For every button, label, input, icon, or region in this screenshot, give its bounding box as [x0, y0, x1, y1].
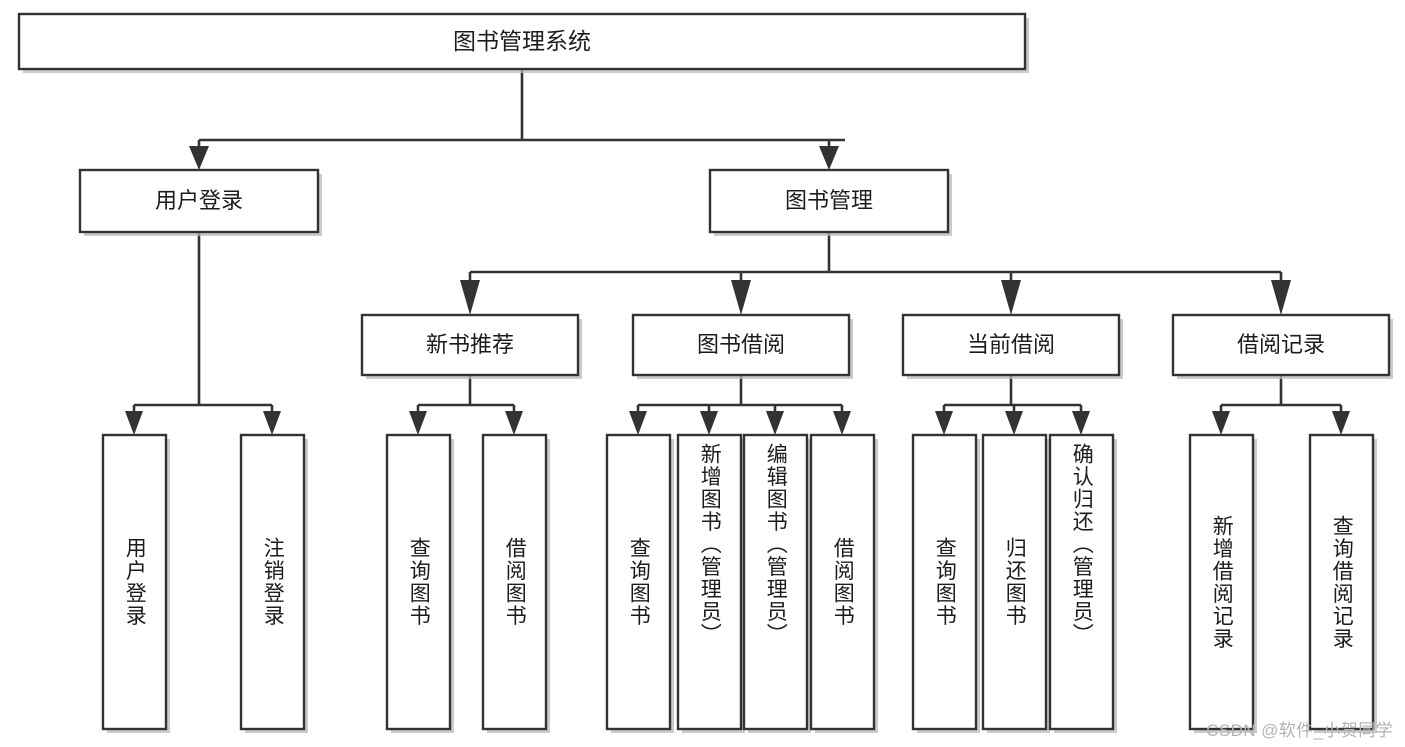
- level1-node-box-user-login[interactable]: [78, 168, 320, 234]
- arrow-head-book-borrow: [731, 280, 751, 315]
- root-node-label: 图书管理系统: [453, 28, 591, 54]
- arrow-head-borrowrecord-leaf-2: [1332, 411, 1350, 435]
- leaf-node-box-query-borrow-record[interactable]: [1308, 433, 1375, 731]
- arrow-head-borrowrecord-leaf-1: [1212, 411, 1230, 435]
- arrow-head-bookborrow-leaf-3: [766, 411, 784, 435]
- level1-node-label-book-management: 图书管理: [785, 188, 873, 213]
- leaf-node-box-add-borrow-record[interactable]: [1188, 433, 1255, 731]
- arrow-head-user-login: [189, 146, 209, 170]
- arrow-head-currentborrow-leaf-1: [935, 411, 953, 435]
- arrow-head-newbook-leaf-1: [409, 411, 427, 435]
- leaf-node-box-add-book-admin[interactable]: [676, 433, 743, 731]
- arrow-head-bookborrow-leaf-1: [629, 411, 647, 435]
- arrow-head-leaf-user-login: [125, 411, 143, 435]
- leaf-node-box-edit-book-admin[interactable]: [742, 433, 809, 731]
- leaf-node-box-borrow-books-2[interactable]: [809, 433, 876, 731]
- level2-node-label-book-borrow: 图书借阅: [697, 332, 785, 357]
- leaf-node-box-query-books-1[interactable]: [385, 433, 452, 731]
- level2-node-box-current-borrow[interactable]: [901, 313, 1121, 377]
- leaf-node-box-query-books-2[interactable]: [605, 433, 672, 731]
- level2-node-box-borrow-record[interactable]: [1171, 313, 1391, 377]
- leaf-node-box-query-books-3[interactable]: [911, 433, 978, 731]
- arrow-head-currentborrow-leaf-3: [1072, 411, 1090, 435]
- arrow-head-new-book-rec: [460, 280, 480, 315]
- arrow-head-newbook-leaf-2: [505, 411, 523, 435]
- level2-node-box-new-book-recommend[interactable]: [360, 313, 580, 377]
- arrow-head-borrow-record: [1271, 280, 1291, 315]
- arrow-head-leaf-logout: [263, 411, 281, 435]
- level2-node-label-new-book-recommend: 新书推荐: [426, 332, 514, 357]
- arrow-head-current-borrow: [1001, 280, 1021, 315]
- level1-node-label-user-login: 用户登录: [155, 188, 243, 213]
- level2-node-label-borrow-record: 借阅记录: [1237, 332, 1325, 357]
- level2-node-label-current-borrow: 当前借阅: [967, 332, 1055, 357]
- root-node-box[interactable]: [17, 12, 1027, 71]
- arrow-head-book-mgmt: [819, 146, 839, 170]
- leaf-node-box-confirm-return-admin[interactable]: [1048, 433, 1115, 731]
- arrow-head-bookborrow-leaf-2: [700, 411, 718, 435]
- leaf-node-box-user-login[interactable]: [101, 433, 168, 731]
- arrow-head-bookborrow-leaf-4: [833, 411, 851, 435]
- leaf-node-box-logout[interactable]: [239, 433, 306, 731]
- leaf-node-box-borrow-books-1[interactable]: [481, 433, 548, 731]
- connector-layer: [125, 69, 1350, 435]
- level1-node-box-book-management[interactable]: [708, 168, 950, 234]
- leaf-node-box-return-books[interactable]: [981, 433, 1048, 731]
- node-layer: 图书管理系统 用户登录 图书管理 新书推荐 图书借阅 当前借阅 借阅记录: [17, 12, 1393, 733]
- arrow-head-currentborrow-leaf-2: [1005, 411, 1023, 435]
- level2-node-box-book-borrow[interactable]: [631, 313, 851, 377]
